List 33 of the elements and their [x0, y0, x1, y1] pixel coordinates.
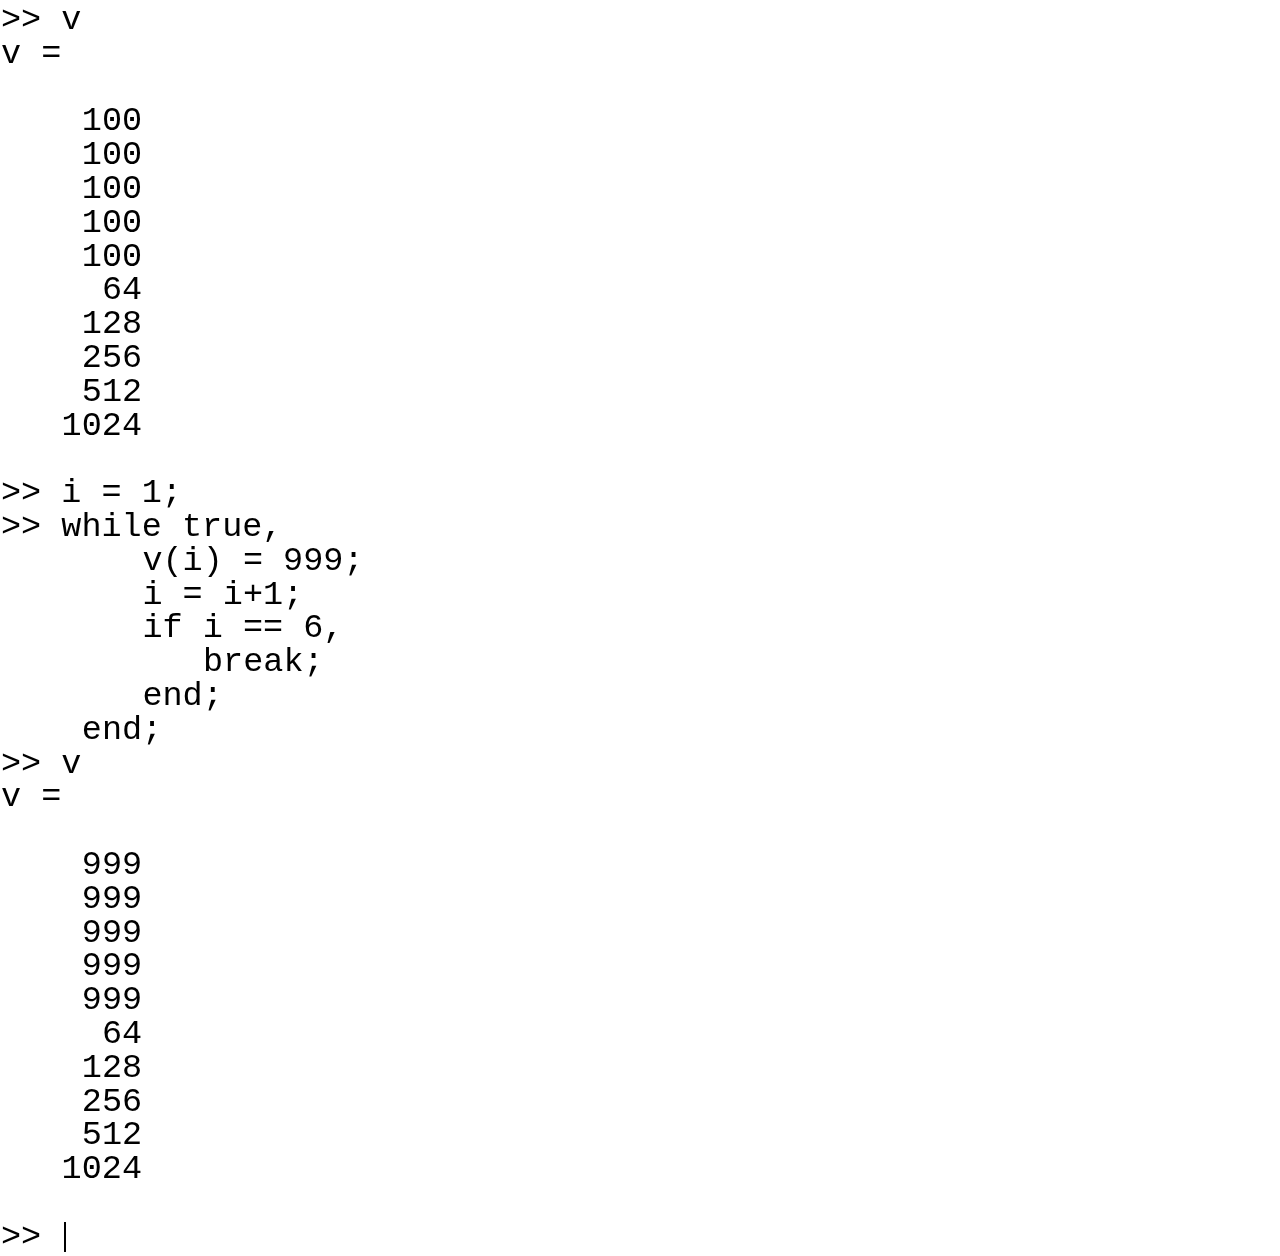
- output-value: 100: [81, 205, 143, 240]
- output-value: 1024: [61, 408, 142, 443]
- code-line: i = i+1;: [142, 577, 304, 612]
- output-value: 100: [81, 172, 143, 206]
- output-value: 1024: [61, 1152, 142, 1187]
- code-line: end;: [81, 712, 163, 747]
- output-value: 999: [81, 881, 143, 916]
- command-line: >> v: [1, 3, 82, 37]
- output-line: v =: [1, 780, 62, 815]
- output-value: 999: [81, 949, 143, 984]
- output-value: 512: [81, 1118, 143, 1153]
- command-line: >>: [1, 1219, 42, 1254]
- code-line: if i == 6,: [142, 611, 344, 646]
- output-value: 100: [81, 239, 143, 274]
- output-value: 999: [81, 983, 143, 1018]
- output-value: 256: [81, 341, 143, 375]
- output-value: 999: [81, 848, 143, 882]
- output-value: 64: [102, 1017, 143, 1051]
- command-line: >> i = 1;: [1, 476, 182, 511]
- output-value: 100: [81, 104, 143, 139]
- command-line: >> while true,: [1, 510, 283, 544]
- code-line: end;: [142, 679, 223, 713]
- output-line: v =: [1, 36, 62, 71]
- output-value: 999: [81, 915, 143, 950]
- output-value: 64: [102, 273, 143, 308]
- output-value: 128: [81, 1050, 143, 1085]
- command-line: >> v: [1, 746, 82, 781]
- output-value: 256: [81, 1084, 143, 1119]
- code-line: v(i) = 999;: [142, 543, 364, 578]
- output-value: 512: [81, 374, 143, 409]
- output-value: 100: [81, 138, 143, 173]
- code-line: break;: [203, 645, 324, 680]
- output-value: 128: [81, 307, 143, 342]
